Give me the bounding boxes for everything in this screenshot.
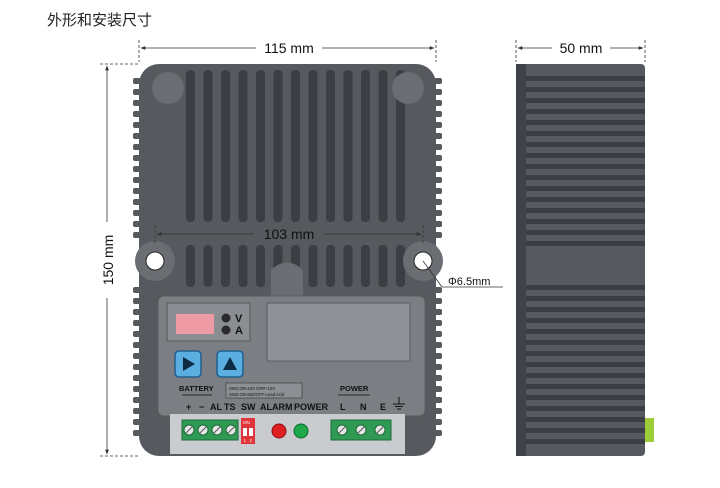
indicator-a-dot	[221, 325, 231, 335]
dimension-lines	[100, 40, 646, 457]
page-title: 外形和安装尺寸	[47, 11, 153, 29]
alarm-label: ALARM	[260, 402, 293, 412]
display-window	[266, 302, 411, 362]
depth-dimension-label: 50 mm	[560, 40, 603, 56]
corner-boss	[392, 72, 424, 104]
next-button[interactable]	[174, 350, 202, 378]
terminal-minus-label: −	[199, 402, 204, 412]
terminal-plus-label: +	[186, 402, 191, 412]
switch-note-2: SW2:ON-MG/OFF-Lead Acid	[229, 392, 285, 397]
terminal-sw-label: SW	[241, 402, 256, 412]
battery-label: BATTERY	[179, 384, 214, 393]
heat-fins	[186, 70, 405, 287]
side-connector-tab	[645, 418, 654, 442]
dip-on-label: ON	[243, 420, 250, 425]
indicator-a-label: A	[235, 325, 243, 337]
up-button[interactable]	[216, 350, 244, 378]
hole-spacing-label: 103 mm	[264, 226, 315, 242]
height-dimension-label: 150 mm	[100, 235, 116, 286]
lcd-display	[176, 314, 214, 334]
power-terminal-block[interactable]	[330, 419, 392, 441]
terminal-ts-label: TS	[224, 402, 236, 412]
power-led-label: POWER	[294, 402, 329, 412]
terminal-n-label: N	[360, 402, 367, 412]
terminal-l-label: L	[340, 402, 346, 412]
switch-note-1: SW1:ON-24V /OFF-12V	[229, 386, 275, 391]
power-led	[293, 423, 309, 439]
dip-num-2: 2	[250, 438, 253, 443]
battery-terminal-block[interactable]	[181, 419, 239, 441]
indicator-v-dot	[221, 313, 231, 323]
alarm-led	[271, 423, 287, 439]
center-boss	[271, 262, 303, 296]
dip-num-1: 1	[244, 438, 247, 443]
ground-icon	[393, 397, 405, 410]
corner-boss	[152, 72, 184, 104]
mounting-hole-left	[135, 241, 175, 281]
side-view	[516, 64, 654, 456]
hole-diameter-label: Φ6.5mm	[448, 276, 490, 288]
terminal-e-label: E	[380, 402, 386, 412]
indicator-v-label: V	[235, 313, 243, 325]
front-view: V A BATTERY SW1:ON-24V /OFF-12V SW2:ON-M…	[133, 64, 443, 456]
switch-note-box	[225, 382, 303, 399]
power-group-label: POWER	[340, 384, 369, 393]
dip-switch[interactable]: ON 1 2	[241, 418, 255, 444]
side-fins	[526, 76, 645, 444]
width-dimension-label: 115 mm	[264, 40, 314, 56]
terminal-al-label: AL	[210, 402, 222, 412]
